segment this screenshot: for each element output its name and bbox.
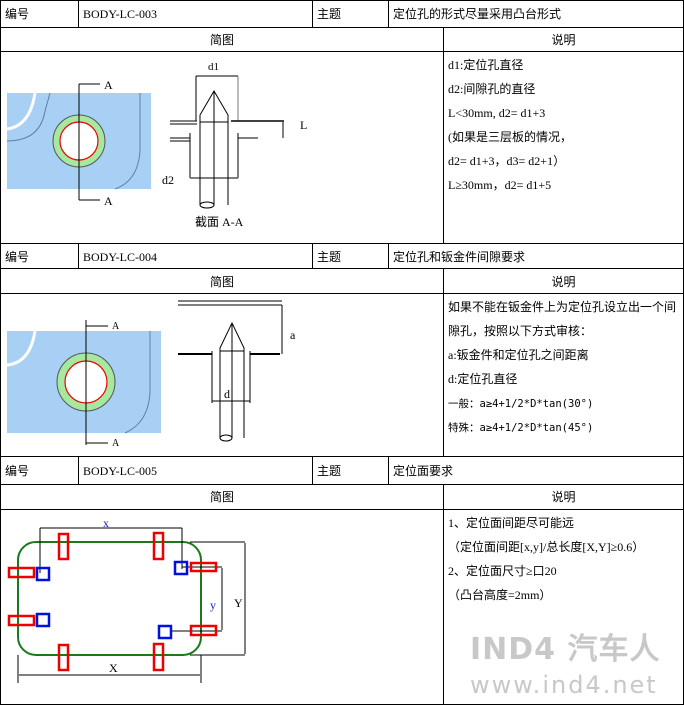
- note-line: d1:定位孔直径: [448, 58, 524, 72]
- part-outline: [17, 541, 202, 656]
- note-line: 如果不能在钣金件上为定位孔设立出一个间: [448, 300, 677, 314]
- note-line: L<30mm, d2= d1+3: [448, 106, 546, 120]
- watermark-logo: IND4 汽车人: [470, 632, 661, 667]
- locating-points-blue: [35, 560, 189, 640]
- id-label: 编号: [5, 250, 30, 264]
- clearance-diagram: [6, 300, 283, 445]
- id-value: BODY-LC-005: [83, 464, 157, 478]
- explain-header: 说明: [551, 33, 576, 47]
- note-line: d2= d1+3，d3= d2+1）: [448, 154, 566, 168]
- section-mark-a-top: A: [104, 78, 113, 92]
- note-line: （定位面间距[x,y]/总长度[X,Y]≥0.6）: [448, 540, 645, 554]
- diagram-header: 简图: [209, 33, 234, 47]
- id-label: 编号: [5, 7, 30, 21]
- x-small-label: x: [103, 516, 109, 530]
- topic-value: 定位孔和钣金件间隙要求: [393, 250, 526, 264]
- explain-header: 说明: [551, 275, 576, 289]
- x-total-label: X: [109, 661, 118, 675]
- note-line: 1、定位面间距尽可能远: [448, 516, 575, 530]
- topic-label: 主题: [317, 250, 342, 264]
- topic-label: 主题: [317, 464, 342, 478]
- d2-label: d2: [162, 173, 174, 187]
- note-line: a:钣金件和定位孔之间距离: [448, 348, 589, 362]
- explain-cell: [443, 51, 684, 244]
- diagram-header: 简图: [209, 275, 234, 289]
- note-line: d:定位孔直径: [448, 372, 518, 386]
- watermark-url: www.ind4.net: [470, 671, 658, 699]
- a-label: a: [290, 328, 296, 342]
- note-line: d2:间隙孔的直径: [448, 82, 536, 96]
- note-line: 一般：a≥4+1/2*D*tan(30°): [448, 398, 594, 410]
- topic-label: 主题: [317, 7, 342, 21]
- boss-hole-diagram: [6, 75, 284, 209]
- note-line: 2、定位面尺寸≥口20: [448, 564, 557, 578]
- id-label: 编号: [5, 464, 30, 478]
- locating-face-diagram: [7, 527, 246, 683]
- l-label: L: [300, 118, 308, 132]
- section-mark-a-top: A: [112, 321, 120, 332]
- locating-faces-red: [7, 531, 218, 672]
- note-line: 特殊：a≥4+1/2*D*tan(45°): [448, 422, 594, 434]
- note-line: (如果是三层板的情况，: [448, 130, 572, 144]
- y-small-label: y: [210, 598, 216, 612]
- explain-header: 说明: [551, 490, 576, 504]
- id-value: BODY-LC-004: [83, 250, 157, 264]
- note-line: L≥30mm，d2= d1+5: [448, 178, 552, 192]
- id-value: BODY-LC-003: [83, 7, 157, 21]
- d1-label: d1: [208, 61, 219, 73]
- section-caption: 截面 A-A: [195, 215, 244, 229]
- y-total-label: Y: [234, 596, 243, 610]
- section-mark-a-bottom: A: [112, 438, 120, 449]
- topic-value: 定位面要求: [393, 464, 454, 478]
- d-label: d: [224, 387, 230, 401]
- note-line: 隙孔，按照以下方式审核：: [448, 324, 593, 338]
- topic-value: 定位孔的形式尽量采用凸台形式: [393, 7, 562, 21]
- section-mark-a-bottom: A: [104, 194, 113, 208]
- note-line: （凸台高度=2mm）: [448, 588, 552, 602]
- diagram-header: 简图: [209, 490, 234, 504]
